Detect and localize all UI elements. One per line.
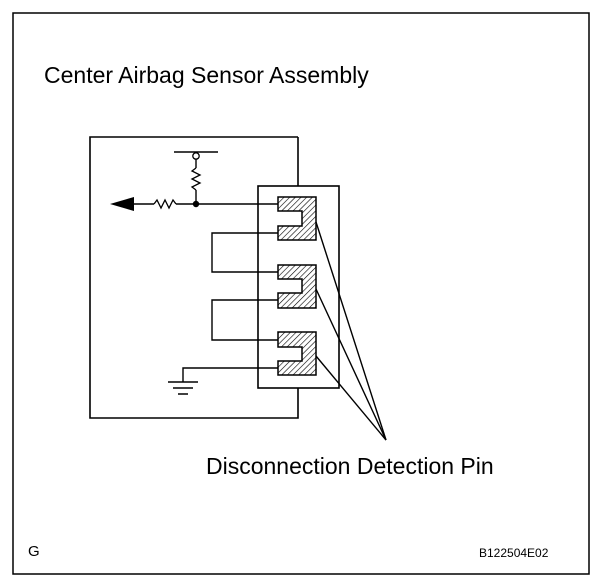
terminal-icon bbox=[277, 264, 317, 309]
figure-frame bbox=[12, 12, 590, 575]
sensor-body-outline bbox=[89, 136, 299, 419]
resistor-icon bbox=[190, 167, 202, 191]
jumper-wire-lower bbox=[211, 299, 278, 341]
pull-up-resistor bbox=[174, 151, 218, 204]
figure-title: Center Airbag Sensor Assembly bbox=[44, 62, 369, 88]
connector-block bbox=[257, 185, 340, 389]
terminal-icon bbox=[277, 331, 317, 376]
resistor-icon bbox=[153, 198, 177, 210]
signal-line bbox=[110, 197, 278, 211]
ground-symbol-icon bbox=[168, 381, 198, 395]
corner-letter: G bbox=[28, 543, 40, 560]
figure-code: B122504E02 bbox=[479, 546, 549, 560]
terminal-icon bbox=[277, 196, 317, 241]
callout-label: Disconnection Detection Pin bbox=[206, 453, 494, 479]
ground-wire bbox=[182, 367, 278, 382]
arrow-left-icon bbox=[110, 197, 134, 211]
callout-leader-lines bbox=[315, 221, 387, 441]
jumper-wire-upper bbox=[211, 232, 278, 273]
